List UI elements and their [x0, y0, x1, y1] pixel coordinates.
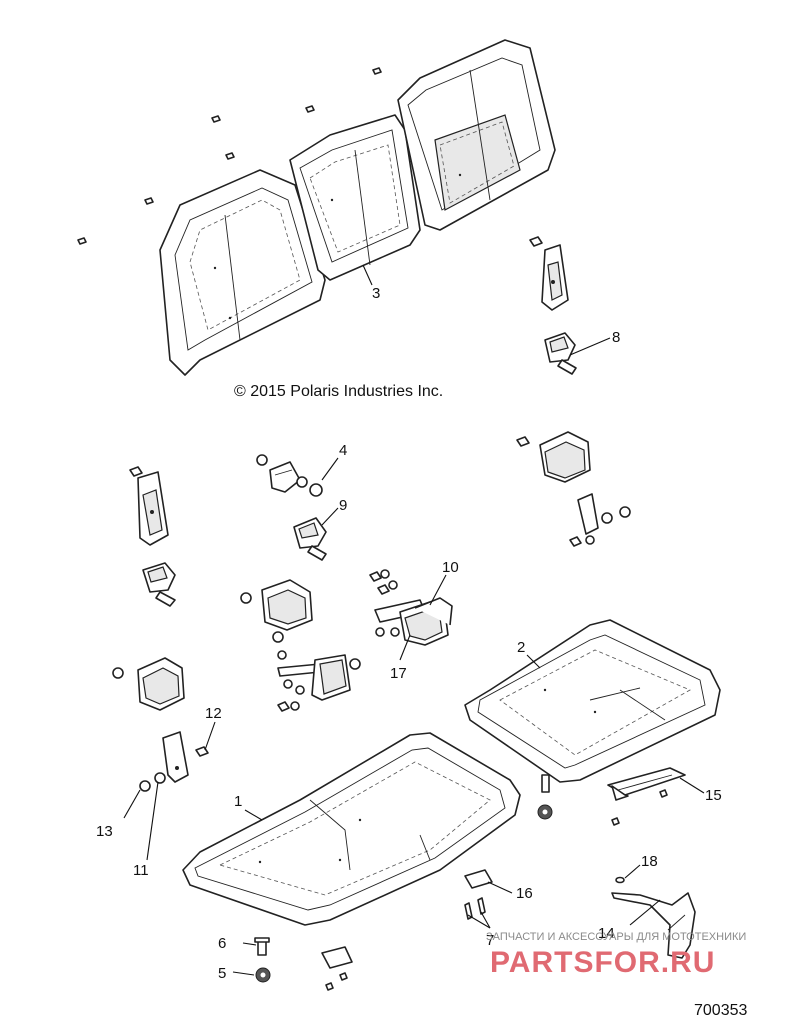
document-number: 700353: [694, 1002, 747, 1019]
callout-11: 11: [133, 862, 149, 879]
callout-14: 14: [598, 925, 615, 942]
seat-belt-anchor-upper: [529, 236, 569, 311]
watermark: ЗАПЧАСТИ И АКСЕССУАРЫ ДЛЯ МОТОТЕХНИКИ PA…: [486, 931, 746, 979]
retractor-middle: [240, 579, 361, 712]
bracket-4: [256, 454, 323, 497]
seat-belt-buckle-9: [293, 517, 327, 561]
watermark-brand: PARTSFOR.RU: [490, 946, 715, 979]
callout-9: 9: [339, 497, 347, 514]
callout-1: 1: [234, 793, 242, 810]
dual-buckle-10-17: [369, 569, 453, 646]
callout-6: 6: [218, 935, 226, 952]
callout-12: 12: [205, 705, 222, 722]
callout-13: 13: [96, 823, 113, 840]
callout-15: 15: [705, 787, 722, 804]
callout-18: 18: [641, 853, 658, 870]
seat-base-left: [182, 732, 521, 926]
retractor-right-upper: [516, 431, 631, 547]
callout-labels: 1 2 3 4 5 6 7 8 9 10 11 12 13 14 15 16 1…: [96, 285, 722, 982]
callout-17: 17: [390, 665, 407, 682]
seat-back-assembly: [159, 39, 556, 376]
callout-8: 8: [612, 329, 620, 346]
seat-belt-buckle-8: [544, 332, 577, 375]
seat-belt-buckle-left: [142, 562, 176, 607]
callout-5: 5: [218, 965, 226, 982]
callout-2: 2: [517, 639, 525, 656]
retractor-left-lower: [112, 657, 185, 711]
copyright-notice: © 2015 Polaris Industries Inc.: [234, 383, 443, 400]
watermark-tagline: ЗАПЧАСТИ И АКСЕССУАРЫ ДЛЯ МОТОТЕХНИКИ: [486, 931, 746, 943]
callout-10: 10: [442, 559, 459, 576]
callout-4: 4: [339, 442, 347, 459]
callout-7: 7: [486, 932, 494, 949]
fasteners-lower: [254, 767, 696, 991]
leader-lines: [123, 264, 705, 976]
callout-16: 16: [516, 885, 533, 902]
callout-3: 3: [372, 285, 380, 302]
seat-base-right: [464, 619, 721, 783]
seat-belt-anchor-left: [129, 466, 169, 546]
bracket-11-12-13: [139, 731, 209, 792]
seat-back-pins: [77, 67, 382, 245]
